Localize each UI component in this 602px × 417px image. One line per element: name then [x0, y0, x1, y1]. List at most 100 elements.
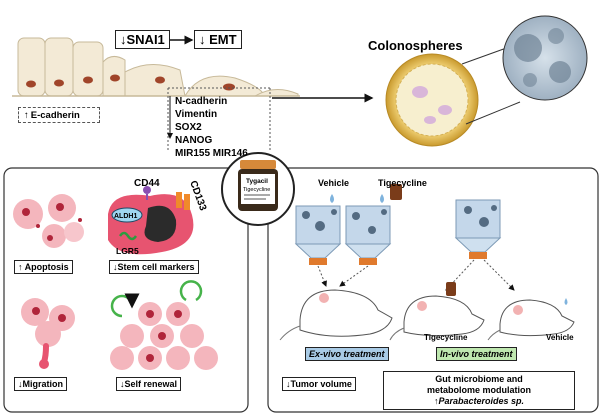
- migration-tip: [39, 359, 49, 369]
- nucleus: [223, 83, 235, 91]
- mini-drug-bottle: [446, 282, 456, 296]
- marker-n-cadherin: N-cadherin: [175, 96, 227, 107]
- snai1-box: ↓SNAI1: [115, 30, 170, 49]
- cd133-receptor: [184, 194, 190, 210]
- micrograph-sphere: [523, 73, 537, 87]
- nucleus: [54, 79, 64, 87]
- flask-sphere: [331, 209, 337, 215]
- culture-flask-2-cap: [359, 258, 377, 265]
- gut-line-3: ↑Parabacteroides sp.: [433, 396, 525, 406]
- mouse-in-vivo-drug: [403, 295, 485, 337]
- nucleus: [83, 76, 93, 84]
- flask-to-mouse-arrow: [339, 265, 369, 287]
- apoptosis-box: ↑ Apoptosis: [14, 260, 73, 274]
- transitioning-cell: [124, 64, 186, 97]
- bottle-cap: [240, 160, 276, 169]
- epithelium-illustration: [12, 37, 300, 97]
- vehicle-drop-icon: [330, 194, 334, 203]
- marker-nanog: NANOG: [175, 135, 212, 146]
- nucleus: [110, 74, 120, 82]
- flask-sphere: [315, 221, 325, 231]
- zoom-line: [465, 101, 521, 125]
- aldh1-label: ALDH1: [114, 213, 137, 220]
- sphere-cell: [166, 346, 190, 370]
- tumor-spot: [417, 301, 427, 311]
- self-renewal-illustration: [110, 280, 218, 370]
- cd133-receptor: [176, 192, 182, 208]
- lgr5-label: LGR5: [116, 246, 139, 256]
- culture-flask-2-neck: [344, 243, 392, 259]
- micrograph-sphere: [549, 61, 571, 83]
- cell-nucleus: [146, 310, 154, 318]
- culture-flask-3-neck: [454, 237, 502, 253]
- drug-drop-icon: [380, 194, 384, 203]
- cell-nucleus: [146, 354, 154, 362]
- sphere-cell: [110, 346, 134, 370]
- epithelial-cell: [44, 37, 74, 97]
- ecadherin-dashed-box: [18, 107, 100, 123]
- cell-nucleus: [174, 310, 182, 318]
- colonosphere-illustration: [385, 15, 588, 147]
- culture-flask-1-neck: [294, 243, 342, 259]
- flask-to-mouse-arrow: [483, 259, 515, 291]
- migrating-cell: [35, 321, 61, 347]
- flask-to-mouse-arrow: [317, 265, 327, 287]
- apoptotic-body: [22, 208, 30, 216]
- colonospheres-label: Colonospheres: [368, 38, 463, 53]
- marker-mir155-mir146: MIR155 MIR146: [175, 148, 248, 159]
- sphere-cell: [438, 105, 452, 115]
- renewal-arrow: [179, 280, 203, 302]
- colonosphere-micrograph: [502, 15, 588, 101]
- ex-vivo-box: Ex-vivo treatment: [305, 347, 389, 361]
- tumor-volume-box: ↓Tumor volume: [282, 377, 356, 391]
- flask-sphere: [464, 206, 472, 214]
- emt-box: ↓ EMT: [194, 30, 242, 49]
- gut-line-2: metabolome modulation: [426, 385, 531, 395]
- culture-flask-3-cap: [469, 252, 487, 259]
- micrograph-sphere: [548, 28, 564, 44]
- epithelial-cell: [72, 41, 104, 97]
- drug-generic-label: Tigecycline: [243, 187, 270, 193]
- apoptosis-illustration: [13, 194, 84, 248]
- sphere-cell: [424, 116, 436, 124]
- cd44-label: CD44: [134, 178, 160, 189]
- tumor-spot: [319, 293, 329, 303]
- ecadherin-label: ↑E-cadherin: [24, 110, 80, 121]
- left-panel-frame: [3, 167, 249, 413]
- nucleus: [155, 76, 165, 84]
- mouse-vehicle-label: Vehicle: [546, 333, 574, 342]
- migration-illustration: [21, 298, 75, 369]
- flask-sphere: [381, 209, 387, 215]
- colonosphere-core: [395, 63, 469, 137]
- renewal-arrow: [110, 293, 140, 318]
- flask-sphere: [302, 211, 310, 219]
- cd133-label: CD133: [187, 179, 208, 212]
- drug-brand-label: Tygacil: [246, 178, 268, 185]
- in-vivo-box: In-vivo treatment: [436, 347, 517, 361]
- marker-sox2: SOX2: [175, 122, 202, 133]
- apoptotic-cell: [42, 224, 66, 248]
- apoptotic-body: [78, 218, 82, 222]
- apoptotic-body: [36, 224, 40, 228]
- stem-cell-nucleus: [144, 205, 177, 242]
- emt-marker-list: N-cadherin Vimentin SOX2 NANOG MIR155 MI…: [175, 96, 248, 159]
- vehicle-drop-icon: [564, 298, 568, 305]
- tigecycline-label: Tigecycline: [378, 178, 427, 188]
- apoptotic-cell: [64, 222, 84, 242]
- apoptotic-body: [47, 235, 53, 241]
- cell-nucleus: [58, 314, 66, 322]
- mouse-illustrations: [279, 282, 575, 341]
- marker-vimentin: Vimentin: [175, 109, 217, 120]
- nucleus: [26, 80, 36, 88]
- mouse-tail: [487, 329, 501, 341]
- micrograph-sphere: [514, 34, 542, 62]
- vehicle-label: Vehicle: [318, 178, 349, 188]
- flask-sphere: [368, 226, 376, 234]
- mouse-tigecycline-label: Tigecycline: [424, 333, 468, 342]
- stem-markers-box: ↓Stem cell markers: [109, 260, 199, 274]
- lgr5-receptor: [118, 231, 138, 241]
- mouse-ex-vivo: [299, 289, 393, 337]
- right-panel-frame: [267, 167, 599, 413]
